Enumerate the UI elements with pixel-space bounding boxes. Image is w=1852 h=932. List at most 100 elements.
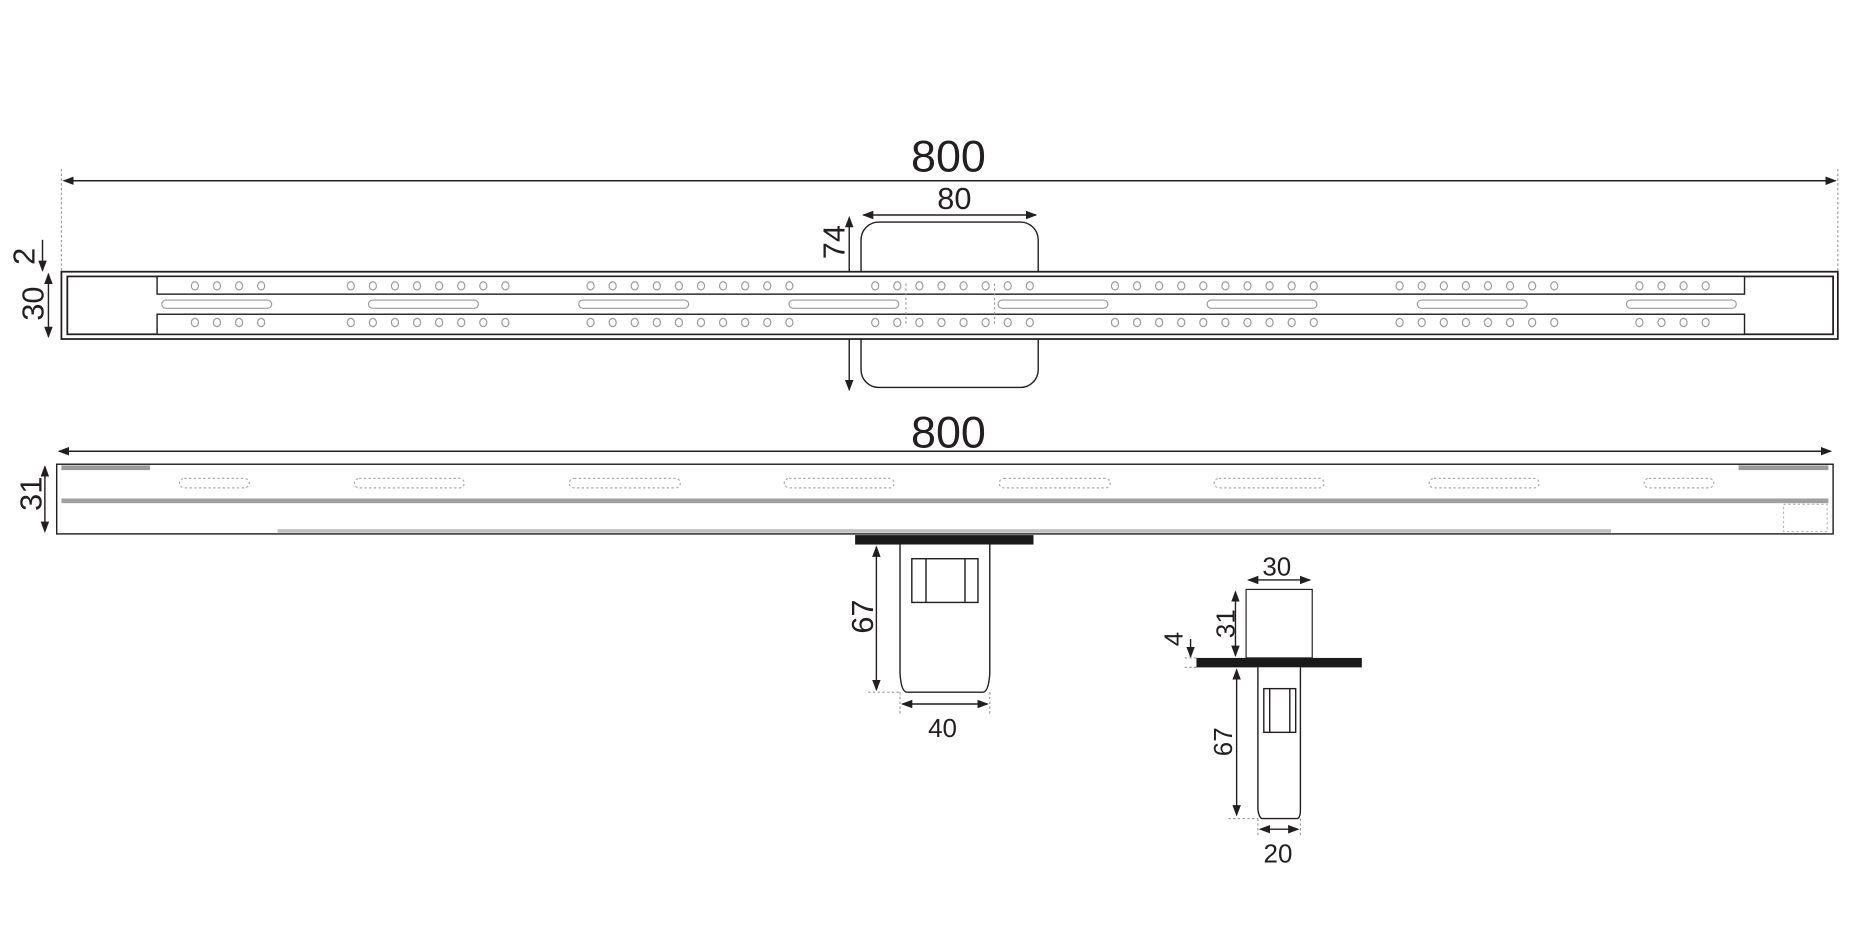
drain-hole [368, 317, 378, 328]
drain-hole [981, 281, 990, 291]
drain-hole [390, 317, 400, 328]
drain-hole [234, 317, 244, 328]
flange [855, 535, 1034, 545]
drain-hole [1177, 281, 1186, 291]
drain-hole [1701, 317, 1710, 328]
side-view: 800 31 67 40 [13, 407, 1834, 743]
drain-hole [501, 281, 510, 291]
drain-hole [630, 317, 639, 328]
drain-hole [457, 281, 466, 291]
drain-hole [1635, 281, 1644, 291]
outlet-width-label: 80 [937, 181, 971, 216]
drain-hole [893, 317, 902, 328]
drain-hole [608, 317, 617, 328]
drain-hole [741, 281, 750, 291]
drain-hole [1528, 317, 1537, 328]
side-height-label: 31 [13, 477, 48, 511]
drain-slot [788, 299, 900, 309]
drain-hole [1132, 317, 1142, 328]
drain-slot [1206, 299, 1318, 309]
drain-hole [785, 281, 794, 291]
drain-hole [674, 281, 684, 291]
drain-hole [608, 281, 617, 291]
drain-slot [161, 299, 273, 309]
end-flange [1196, 657, 1362, 668]
side-slots [178, 477, 1715, 489]
drain-hole [674, 317, 684, 328]
drain-hole [1155, 317, 1164, 328]
drain-hole [1395, 281, 1404, 291]
end-height-label: 31 [1210, 609, 1240, 638]
drain-hole [457, 317, 466, 328]
drain-hole [696, 281, 706, 291]
drain-hole [435, 281, 444, 291]
drain-hole [1221, 317, 1230, 328]
side-slot [998, 477, 1111, 489]
end-view: 30 31 4 67 20 [1158, 551, 1362, 868]
side-slot [568, 477, 681, 489]
top-view: 800 80 74 2 30 [6, 130, 1839, 392]
drain-hole [1679, 281, 1688, 291]
flange-thickness-label: 4 [1158, 632, 1188, 646]
drain-hole [1309, 281, 1318, 291]
end-outlet-width-label: 20 [1264, 838, 1293, 868]
drain-hole [937, 317, 946, 328]
drain-hole [785, 317, 794, 328]
drain-hole [1025, 317, 1034, 328]
drain-hole [1265, 317, 1274, 328]
drain-hole [346, 317, 355, 328]
drain-hole [257, 317, 266, 328]
drain-hole [1177, 317, 1186, 328]
side-slot [178, 477, 250, 489]
drain-hole [652, 281, 661, 291]
side-slot [783, 477, 895, 489]
drain-hole [1243, 317, 1252, 328]
end-top-width-label: 30 [1262, 551, 1291, 581]
drain-hole [1461, 281, 1471, 291]
drain-hole [1461, 317, 1471, 328]
drain-hole [1657, 281, 1666, 291]
drain-hole [630, 281, 639, 291]
drain-hole [479, 317, 488, 328]
drain-hole [1110, 281, 1120, 291]
drain-hole [915, 281, 924, 291]
drain-hole [346, 281, 355, 291]
drain-slot [1625, 299, 1737, 309]
drain-hole [1505, 317, 1515, 328]
drain-hole [1505, 281, 1515, 291]
drain-slot [1416, 299, 1528, 309]
drain-hole [1243, 281, 1252, 291]
drain-hole [1439, 317, 1448, 328]
drain-hole [959, 317, 968, 328]
outlet-width-side-label: 40 [928, 713, 957, 743]
drain-hole [1025, 281, 1034, 291]
grate-lower [156, 313, 1746, 336]
length-label: 800 [911, 130, 986, 181]
drain-hole [1199, 281, 1208, 291]
rim-label: 2 [6, 248, 41, 265]
drain-hole [718, 281, 728, 291]
drain-hole [1483, 317, 1493, 328]
drain-hole [1550, 317, 1559, 328]
drain-slot [997, 299, 1109, 309]
drain-hole [586, 281, 595, 291]
drain-hole [763, 317, 772, 328]
drain-hole [412, 317, 422, 328]
drain-hole [1132, 281, 1142, 291]
drain-hole [1155, 281, 1164, 291]
drain-hole [1528, 281, 1537, 291]
drain-hole [1701, 281, 1710, 291]
side-length-label: 800 [911, 407, 986, 458]
drain-hole [871, 317, 880, 328]
drain-hole [915, 317, 924, 328]
outlet-body [899, 544, 991, 693]
drain-hole [1221, 281, 1230, 291]
drain-hole [435, 317, 444, 328]
drain-hole [586, 317, 595, 328]
drain-hole [696, 317, 706, 328]
side-slot [1213, 477, 1325, 489]
drain-hole [893, 281, 902, 291]
drain-hole [741, 317, 750, 328]
drain-hole [1287, 317, 1296, 328]
outlet-depth-label: 74 [817, 225, 852, 259]
